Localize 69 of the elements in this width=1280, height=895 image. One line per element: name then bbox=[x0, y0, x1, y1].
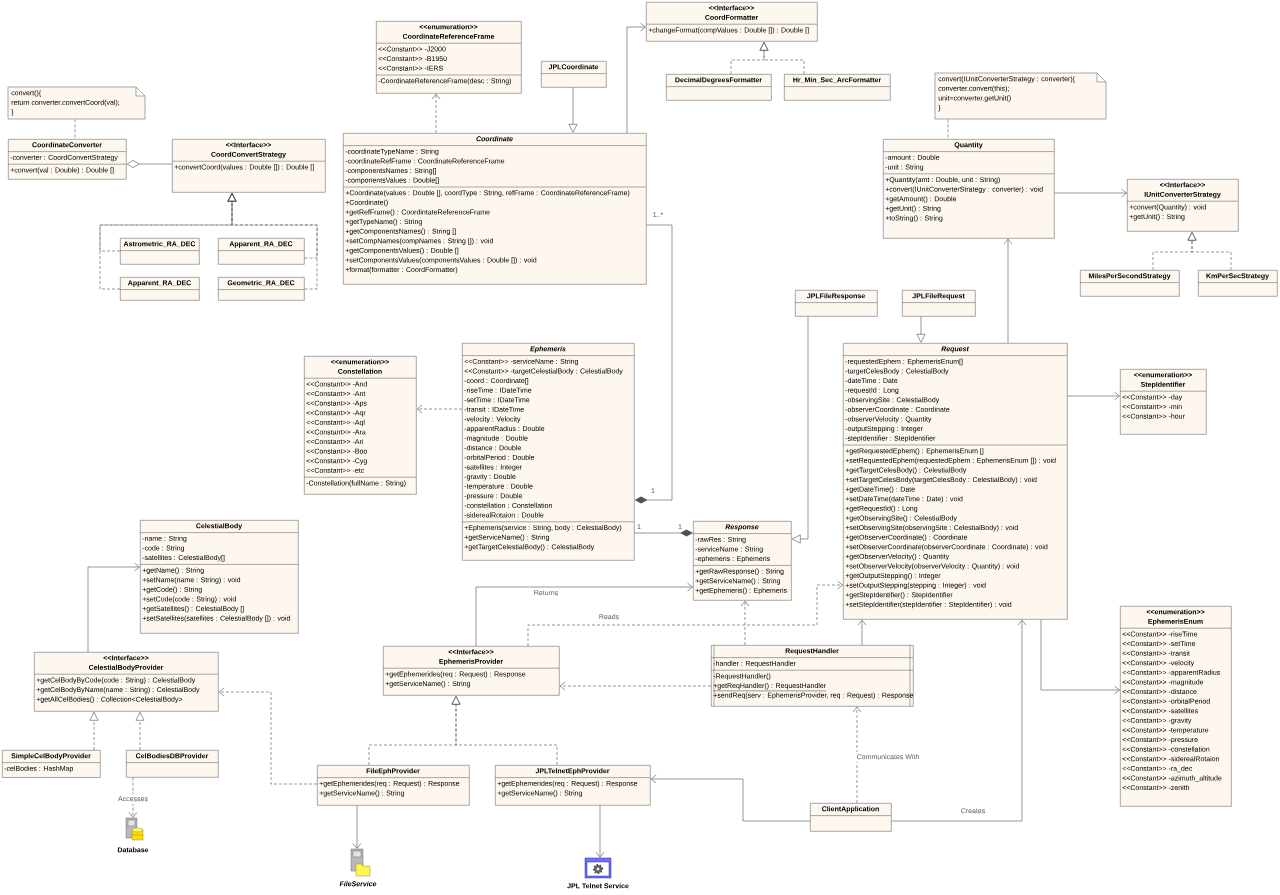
dependency-arrow bbox=[416, 404, 463, 414]
class-box bbox=[342, 133, 647, 285]
class-box bbox=[33, 652, 219, 712]
class-box bbox=[375, 21, 522, 94]
association-arrow bbox=[595, 805, 605, 858]
class-box bbox=[1197, 270, 1278, 297]
class-box bbox=[139, 520, 299, 634]
class-box bbox=[710, 644, 914, 707]
class-box bbox=[316, 765, 470, 806]
dependency-arrow bbox=[431, 93, 441, 134]
association-arrow bbox=[87, 562, 140, 653]
class-box bbox=[645, 2, 818, 42]
realization-arrow bbox=[89, 712, 99, 751]
class-box bbox=[794, 290, 878, 317]
class-box bbox=[461, 343, 635, 561]
class-box bbox=[665, 74, 772, 101]
association-arrow bbox=[626, 22, 646, 134]
class-box bbox=[303, 356, 417, 495]
class-box bbox=[1126, 179, 1239, 232]
realization-arrow bbox=[1187, 232, 1232, 271]
class-box bbox=[783, 74, 891, 101]
realization-arrow bbox=[759, 41, 805, 75]
class-box bbox=[809, 803, 892, 832]
class-box bbox=[171, 139, 326, 193]
association-arrow bbox=[1040, 619, 1120, 695]
association-arrow bbox=[650, 774, 811, 822]
note bbox=[934, 72, 1107, 120]
class-box bbox=[1079, 270, 1180, 297]
association-arrow bbox=[1003, 238, 1013, 344]
class-box bbox=[125, 750, 219, 778]
class-box bbox=[217, 277, 305, 301]
generalization-arrow bbox=[916, 316, 926, 343]
association-arrow bbox=[891, 619, 1027, 822]
dependency-arrow bbox=[218, 687, 318, 785]
class-box bbox=[119, 238, 200, 265]
note-link bbox=[947, 119, 949, 140]
dependency-arrow bbox=[128, 777, 138, 818]
class-box bbox=[540, 61, 607, 88]
realization-arrow bbox=[227, 193, 318, 290]
class-box bbox=[217, 238, 305, 265]
class-box bbox=[842, 343, 1068, 620]
note bbox=[7, 86, 146, 120]
realization-arrow bbox=[135, 712, 145, 751]
class-box bbox=[494, 765, 651, 806]
class-box bbox=[901, 290, 976, 317]
class-box bbox=[1119, 369, 1207, 435]
aggregation-line bbox=[126, 160, 173, 168]
association-arrow bbox=[1067, 391, 1120, 401]
dependency-arrow bbox=[527, 580, 843, 647]
note-link bbox=[74, 119, 76, 140]
class-box bbox=[1119, 606, 1232, 807]
composition-line bbox=[634, 224, 673, 504]
composition-line bbox=[634, 529, 693, 537]
class-box bbox=[7, 139, 127, 180]
generalization-arrow bbox=[568, 87, 578, 133]
association-arrow bbox=[352, 805, 362, 849]
class-box bbox=[882, 139, 1055, 239]
class-box bbox=[119, 277, 200, 301]
association-arrow bbox=[857, 619, 867, 646]
class-box bbox=[1, 750, 101, 778]
association-arrow bbox=[475, 582, 693, 647]
dependency-arrow bbox=[559, 681, 712, 691]
generalization-arrow bbox=[792, 316, 809, 544]
class-box bbox=[382, 646, 560, 696]
realization-arrow bbox=[451, 696, 558, 766]
dependency-arrow bbox=[852, 706, 862, 804]
dependency-arrow bbox=[740, 600, 750, 646]
class-box bbox=[692, 521, 792, 601]
association-arrow bbox=[1054, 188, 1127, 198]
